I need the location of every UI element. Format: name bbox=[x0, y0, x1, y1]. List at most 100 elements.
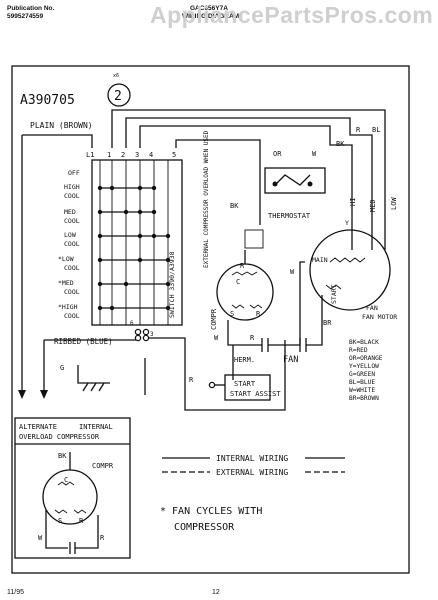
key-g: G=GREEN bbox=[349, 371, 375, 378]
terminal-4: 4 bbox=[149, 151, 153, 159]
start-assist-box bbox=[224, 374, 271, 401]
terminal-5: 5 bbox=[172, 151, 176, 159]
legend-internal: INTERNAL WIRING bbox=[216, 454, 288, 463]
low-label: LOW bbox=[390, 197, 398, 210]
inset-bk: BK bbox=[58, 452, 67, 460]
r-label-compr: R bbox=[240, 262, 245, 270]
fan-motor-label-1: FAN bbox=[366, 304, 378, 312]
start-assist-line1: START bbox=[234, 380, 256, 388]
compressor-label: COMPR bbox=[210, 308, 218, 330]
w-label-top: W bbox=[312, 150, 317, 158]
terminal-l1: L1 bbox=[86, 151, 94, 159]
legend-external: EXTERNAL WIRING bbox=[216, 468, 288, 477]
footer-date: 11/95 bbox=[7, 589, 24, 596]
key-r: R=RED bbox=[349, 347, 368, 354]
reference-circle bbox=[107, 83, 131, 107]
fan-motor-label-2: FAN MOTOR bbox=[362, 313, 397, 321]
selector-switch-frame bbox=[91, 159, 183, 326]
thermostat-box bbox=[264, 167, 326, 194]
terminal-pair: 3 bbox=[150, 331, 154, 338]
plain-wire bbox=[22, 134, 93, 148]
small-mark: x6 bbox=[113, 73, 119, 79]
br-label: BR bbox=[323, 319, 332, 327]
inset-s: S bbox=[58, 517, 62, 525]
pos-star-low: *LOW bbox=[58, 255, 74, 263]
key-bk: BK=BLACK bbox=[349, 339, 379, 346]
ribbed-wire-label: RIBBED (BLUE) bbox=[54, 337, 113, 346]
inset-title-left: ALTERNATE bbox=[19, 423, 57, 431]
diagram-title: WIRING DIAGRAM bbox=[182, 13, 240, 20]
switch-label: SWITCH 3390/A3938 bbox=[168, 251, 176, 318]
pos-star-med-cool: COOL bbox=[64, 288, 80, 296]
pos-off: OFF bbox=[68, 169, 80, 177]
switch-contacts bbox=[97, 185, 171, 311]
pos-low-cool: COOL bbox=[64, 240, 80, 248]
key-bl: BL=BLUE bbox=[349, 379, 375, 386]
top-wire-2 bbox=[125, 117, 373, 250]
pos-med: MED bbox=[64, 208, 76, 216]
fan-cycle-note-1: * FAN CYCLES WITH bbox=[160, 506, 262, 517]
plain-wire-label: PLAIN (BROWN) bbox=[30, 121, 93, 130]
bottom-loop-wire bbox=[148, 337, 286, 411]
w-label-cap: W bbox=[214, 334, 219, 342]
key-br: BR=BROWN bbox=[349, 395, 379, 402]
fan-start-label: START bbox=[330, 284, 338, 304]
watermark: AppliancePartsPros.com bbox=[150, 2, 434, 28]
overload-box bbox=[244, 229, 264, 249]
bl-label: BL bbox=[372, 126, 380, 134]
fan-label: FAN bbox=[283, 355, 298, 365]
terminal-6: 6 bbox=[130, 320, 134, 327]
pos-high-cool: COOL bbox=[64, 192, 80, 200]
med-label: MED bbox=[369, 199, 377, 212]
ground-wire bbox=[77, 365, 110, 384]
publication-number: 5995274559 bbox=[7, 13, 44, 20]
top-wire-5 bbox=[175, 139, 261, 165]
inset-compr: COMPR bbox=[92, 462, 114, 470]
key-w: W=WHITE bbox=[349, 387, 375, 394]
start-assist-line2: START ASSIST bbox=[230, 390, 281, 398]
fan-cycle-note-2: COMPRESSOR bbox=[174, 522, 235, 533]
terminal-2: 2 bbox=[121, 151, 125, 159]
pos-star-med: *MED bbox=[58, 279, 74, 287]
inset-r2: R bbox=[100, 534, 105, 542]
key-y: Y=YELLOW bbox=[349, 363, 379, 370]
compr-c: C bbox=[236, 278, 240, 286]
ground-label-g: G bbox=[60, 364, 64, 372]
r-label-bottom: R bbox=[189, 376, 194, 384]
pos-star-high-cool: COOL bbox=[64, 312, 80, 320]
fan-w-label: W bbox=[290, 268, 295, 276]
pos-med-cool: COOL bbox=[64, 217, 80, 225]
or-label: OR bbox=[273, 150, 282, 158]
r-label-cap: R bbox=[250, 334, 255, 342]
pos-high: HIGH bbox=[64, 183, 80, 191]
r-label-right: R bbox=[356, 126, 361, 134]
footer-page: 12 bbox=[212, 589, 220, 596]
key-or: OR=ORANGE bbox=[349, 355, 383, 362]
bk-label-therm: BK bbox=[230, 202, 239, 210]
arrow-left bbox=[18, 390, 26, 399]
inset-c: C bbox=[64, 476, 68, 484]
inset-compressor-symbol bbox=[42, 469, 98, 525]
fan-y-label: Y bbox=[345, 219, 349, 227]
fan-motor-symbol bbox=[309, 229, 391, 311]
diagram-border bbox=[11, 65, 410, 574]
compr-r: R bbox=[256, 310, 261, 318]
compr-s: S bbox=[230, 310, 234, 318]
inset-title-line2: OVERLOAD COMPRESSOR bbox=[19, 433, 100, 441]
part-number: A390705 bbox=[20, 93, 75, 108]
inset-r: R bbox=[79, 517, 84, 525]
publication-label: Publication No. bbox=[7, 5, 55, 12]
pos-star-low-cool: COOL bbox=[64, 264, 80, 272]
terminal-3: 3 bbox=[135, 151, 139, 159]
overload-label: EXTERNAL COMPRESSOR OVERLOAD WHEN USED bbox=[203, 130, 210, 268]
thermostat-label: THERMOSTAT bbox=[268, 212, 311, 220]
herm-label: HERM. bbox=[234, 356, 255, 364]
pos-star-high: *HIGH bbox=[58, 303, 78, 311]
reference-number: 2 bbox=[114, 89, 122, 104]
top-wire-3 bbox=[139, 125, 353, 250]
inset-box bbox=[14, 417, 131, 559]
compressor-symbol bbox=[216, 263, 274, 321]
hi-label: HI bbox=[349, 198, 357, 206]
bk-label-top: BK bbox=[336, 140, 345, 148]
